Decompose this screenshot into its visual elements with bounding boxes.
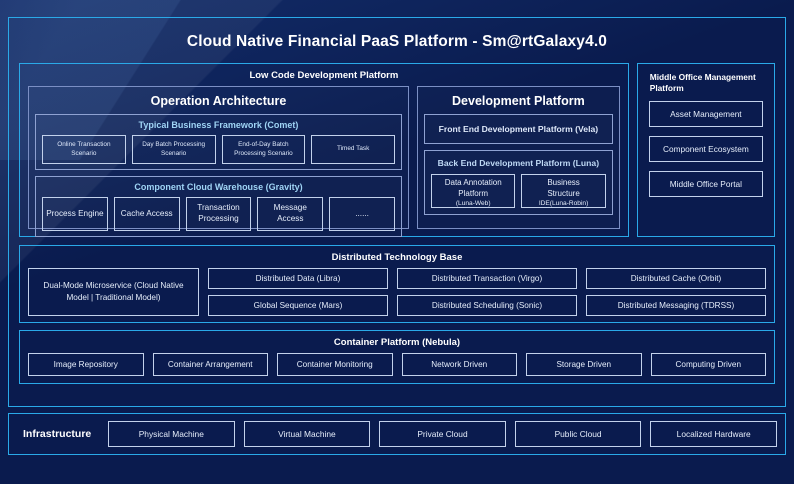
- chip-data-annotation-platform[interactable]: Data Annotation Platform (Luna-Web): [431, 174, 516, 208]
- chip-cache-access[interactable]: Cache Access: [113, 197, 180, 231]
- business-structure-line3: IDE(Luna-Robin): [538, 199, 589, 207]
- chip-more-ellipsis[interactable]: ......: [329, 197, 395, 231]
- main-frame: Cloud Native Financial PaaS Platform - S…: [8, 17, 786, 407]
- subpanel-operation-architecture: Operation Architecture Typical Business …: [28, 86, 409, 237]
- group-back-end-development-platform: Back End Development Platform (Luna) Dat…: [424, 150, 613, 215]
- distributed-technology-base-title: Distributed Technology Base: [331, 252, 463, 263]
- business-structure-line1: Business: [547, 178, 580, 187]
- group-typical-business-framework: Typical Business Framework (Comet) Onlin…: [35, 114, 402, 171]
- business-structure-line2: Structure: [547, 188, 580, 198]
- panel-middle-office-management-platform: Middle Office Management Platform Asset …: [636, 63, 775, 237]
- data-annotation-line3: (Luna-Web): [455, 199, 491, 207]
- chip-distributed-messaging[interactable]: Distributed Messaging (TDRSS): [586, 295, 766, 316]
- mo-item-middle-office-portal[interactable]: Middle Office Portal: [648, 170, 763, 197]
- subpanel-development-platform: Development Platform Front End Developme…: [417, 86, 620, 229]
- chip-end-of-day-batch-processing-scenario[interactable]: End-of-Day Batch Processing Scenario: [221, 135, 306, 165]
- chip-global-sequence[interactable]: Global Sequence (Mars): [208, 295, 388, 316]
- chip-container-arrangement[interactable]: Container Arrangement: [152, 353, 268, 376]
- data-annotation-line1: Data Annotation: [444, 178, 502, 187]
- panel-low-code-development-platform: Low Code Development Platform Operation …: [19, 63, 629, 237]
- chip-distributed-data[interactable]: Distributed Data (Libra): [208, 268, 388, 289]
- component-cloud-warehouse-row: Process Engine Cache Access Transaction …: [36, 197, 401, 231]
- chip-distributed-cache[interactable]: Distributed Cache (Orbit): [586, 268, 766, 289]
- chip-process-engine[interactable]: Process Engine: [42, 197, 108, 231]
- distributed-technology-base-body: Dual-Mode Microservice (Cloud Native Mod…: [20, 268, 774, 323]
- infrastructure-label: Infrastructure: [23, 428, 92, 440]
- chip-private-cloud[interactable]: Private Cloud: [379, 421, 506, 447]
- group-component-cloud-warehouse: Component Cloud Warehouse (Gravity) Proc…: [35, 176, 402, 237]
- box-front-end-development-platform[interactable]: Front End Development Platform (Vela): [424, 114, 613, 144]
- top-row: Low Code Development Platform Operation …: [19, 63, 775, 237]
- chip-storage-driven[interactable]: Storage Driven: [526, 353, 642, 376]
- chip-timed-task[interactable]: Timed Task: [311, 135, 395, 165]
- mo-item-component-ecosystem[interactable]: Component Ecosystem: [648, 135, 763, 162]
- chip-transaction-processing[interactable]: Transaction Processing: [185, 197, 252, 231]
- chip-container-monitoring[interactable]: Container Monitoring: [277, 353, 393, 376]
- panel-container-platform: Container Platform (Nebula) Image Reposi…: [19, 330, 775, 384]
- data-annotation-line2: Platform: [458, 188, 489, 198]
- container-platform-title: Container Platform (Nebula): [333, 337, 461, 348]
- chip-localized-hardware[interactable]: Localized Hardware: [650, 421, 777, 447]
- back-end-development-platform-title: Back End Development Platform (Luna): [437, 158, 600, 168]
- chip-distributed-transaction[interactable]: Distributed Transaction (Virgo): [397, 268, 577, 289]
- operation-architecture-title: Operation Architecture: [150, 94, 287, 108]
- dtb-column-2: Distributed Transaction (Virgo) Distribu…: [397, 268, 577, 316]
- dtb-column-1: Distributed Data (Libra) Global Sequence…: [208, 268, 388, 316]
- chip-public-cloud[interactable]: Public Cloud: [514, 421, 642, 447]
- mo-item-asset-management[interactable]: Asset Management: [648, 100, 763, 127]
- container-platform-row: Image Repository Container Arrangement C…: [20, 353, 774, 384]
- chip-online-transaction-scenario[interactable]: Online Transaction Scenario: [42, 135, 126, 165]
- chip-dual-mode-microservice[interactable]: Dual-Mode Microservice (Cloud Native Mod…: [28, 268, 199, 316]
- low-code-title: Low Code Development Platform: [249, 70, 399, 81]
- dtb-column-3: Distributed Cache (Orbit) Distributed Me…: [586, 268, 766, 316]
- chip-network-driven[interactable]: Network Driven: [401, 353, 517, 376]
- chip-virtual-machine[interactable]: Virtual Machine: [243, 421, 371, 447]
- panel-infrastructure: Infrastructure Physical Machine Virtual …: [8, 413, 786, 455]
- panel-distributed-technology-base: Distributed Technology Base Dual-Mode Mi…: [19, 245, 775, 323]
- chip-business-structure-ide[interactable]: Business Structure IDE(Luna-Robin): [521, 174, 606, 208]
- chip-day-batch-processing-scenario[interactable]: Day Batch Processing Scenario: [131, 135, 216, 165]
- chip-distributed-scheduling[interactable]: Distributed Scheduling (Sonic): [397, 295, 577, 316]
- component-cloud-warehouse-title: Component Cloud Warehouse (Gravity): [134, 182, 303, 193]
- back-end-chip-row: Data Annotation Platform (Luna-Web) Busi…: [425, 174, 612, 208]
- typical-business-framework-row: Online Transaction Scenario Day Batch Pr…: [36, 135, 401, 165]
- chip-physical-machine[interactable]: Physical Machine: [108, 421, 235, 447]
- page-title: Cloud Native Financial PaaS Platform - S…: [186, 33, 608, 50]
- development-platform-title: Development Platform: [452, 94, 585, 108]
- middle-office-title: Middle Office Management Platform: [649, 72, 756, 94]
- chip-computing-driven[interactable]: Computing Driven: [650, 353, 766, 376]
- chip-image-repository[interactable]: Image Repository: [28, 353, 144, 376]
- typical-business-framework-title: Typical Business Framework (Comet): [138, 120, 299, 130]
- low-code-body: Operation Architecture Typical Business …: [20, 86, 628, 237]
- chip-message-access[interactable]: Message Access: [257, 197, 324, 231]
